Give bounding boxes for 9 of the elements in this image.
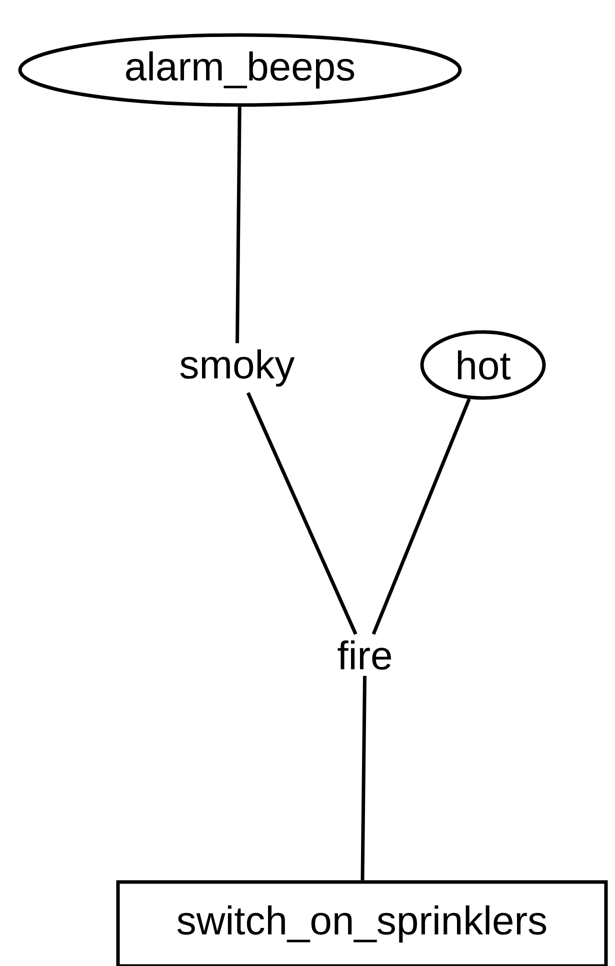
ellipse-node: hot	[420, 330, 546, 400]
connector-line	[246, 392, 358, 635]
connector-line	[360, 676, 367, 880]
node-label: smoky	[180, 349, 295, 387]
ellipse-node: alarm_beeps	[18, 33, 462, 107]
process-box: switch_on_sprinklers	[116, 880, 608, 966]
connector-line	[236, 106, 242, 344]
node-label: fire	[338, 640, 391, 670]
connector-line	[372, 398, 471, 635]
